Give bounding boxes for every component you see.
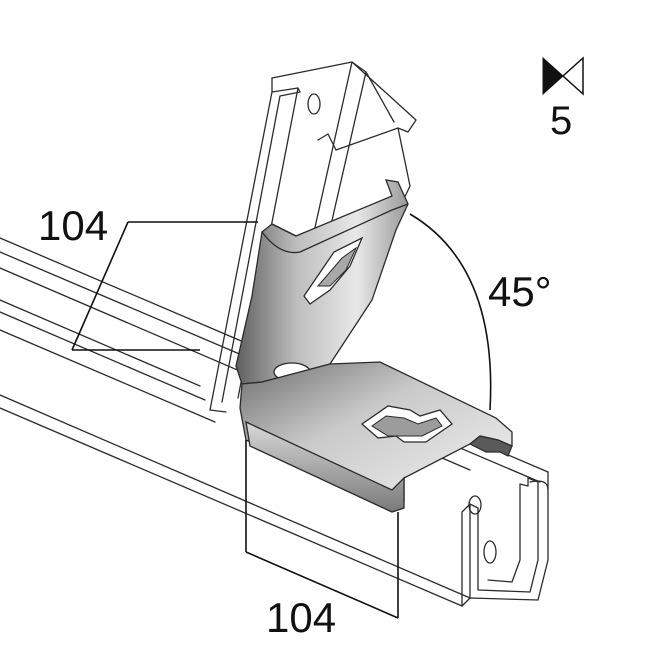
angle-bracket: [235, 179, 513, 513]
bottom-dimension-label: 104: [266, 594, 336, 641]
horizontal-channel: [0, 237, 549, 607]
bottom-dimension: 104: [245, 440, 399, 641]
left-dimension-label: 104: [38, 202, 108, 249]
angle-label: 45°: [488, 268, 552, 315]
thickness-label: 5: [550, 99, 572, 143]
thickness-indicator: 5: [542, 56, 584, 143]
angle-dimension: 45°: [409, 213, 552, 411]
left-dimension: 104: [38, 202, 258, 351]
